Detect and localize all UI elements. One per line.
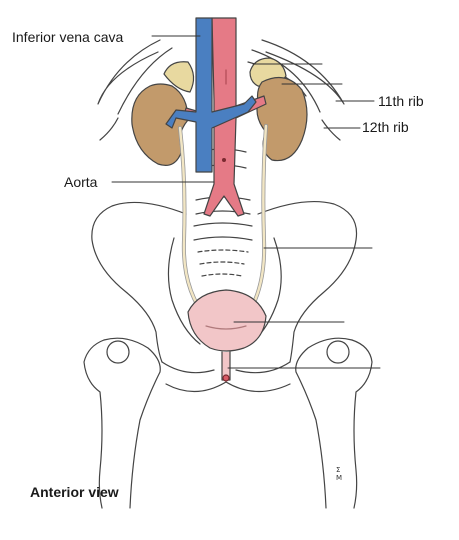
urinary-bladder bbox=[187, 289, 267, 352]
pelvis bbox=[91, 200, 358, 374]
label-aorta: Aorta bbox=[64, 174, 98, 190]
label-inferior-vena-cava: Inferior vena cava bbox=[12, 29, 124, 45]
leader-lines bbox=[111, 35, 381, 369]
label-11th-rib: 11th rib bbox=[378, 93, 424, 109]
inferior-vena-cava bbox=[165, 17, 257, 173]
view-caption: Anterior view bbox=[30, 484, 119, 500]
femurs bbox=[83, 337, 373, 509]
right-adrenal-gland bbox=[163, 61, 195, 93]
right-kidney bbox=[131, 83, 189, 166]
label-12th-rib: 12th rib bbox=[362, 119, 409, 135]
vertebral-column bbox=[193, 148, 253, 277]
